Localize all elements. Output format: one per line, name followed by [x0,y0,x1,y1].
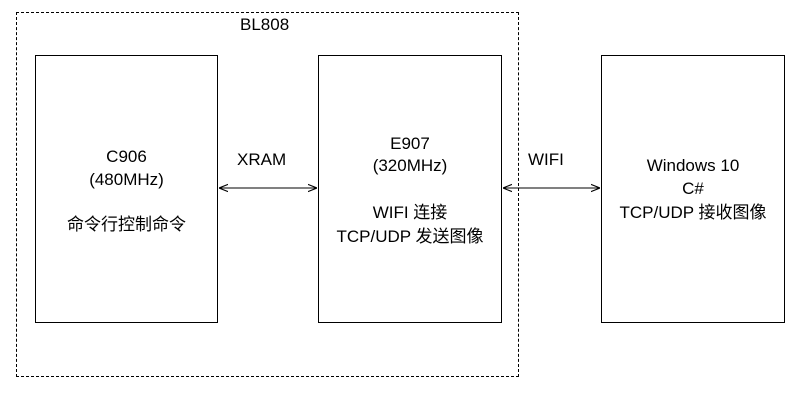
wifi-link-label: WIFI [528,150,564,169]
windows-pc-block: Windows 10 C# TCP/UDP 接收图像 [601,55,785,323]
xram-link-label: XRAM [237,150,287,169]
e907-frequency: (320MHz) [372,156,448,175]
e907-description-line1: WIFI 连接 [372,203,448,222]
e907-description-line2: TCP/UDP 发送图像 [336,227,484,246]
pc-description: TCP/UDP 接收图像 [619,203,767,222]
c906-core-block: C906 (480MHz) 命令行控制命令 [35,55,218,323]
e907-core-block: E907 (320MHz) WIFI 连接 TCP/UDP 发送图像 [318,55,502,323]
bl808-chip-boundary [16,12,519,377]
pc-os-name: Windows 10 [646,156,740,175]
c906-frequency: (480MHz) [89,170,164,189]
c906-description: 命令行控制命令 [67,215,186,234]
pc-language: C# [682,179,704,198]
c906-name: C906 [106,147,147,166]
e907-name: E907 [390,134,430,153]
bl808-chip-label: BL808 [240,15,290,34]
